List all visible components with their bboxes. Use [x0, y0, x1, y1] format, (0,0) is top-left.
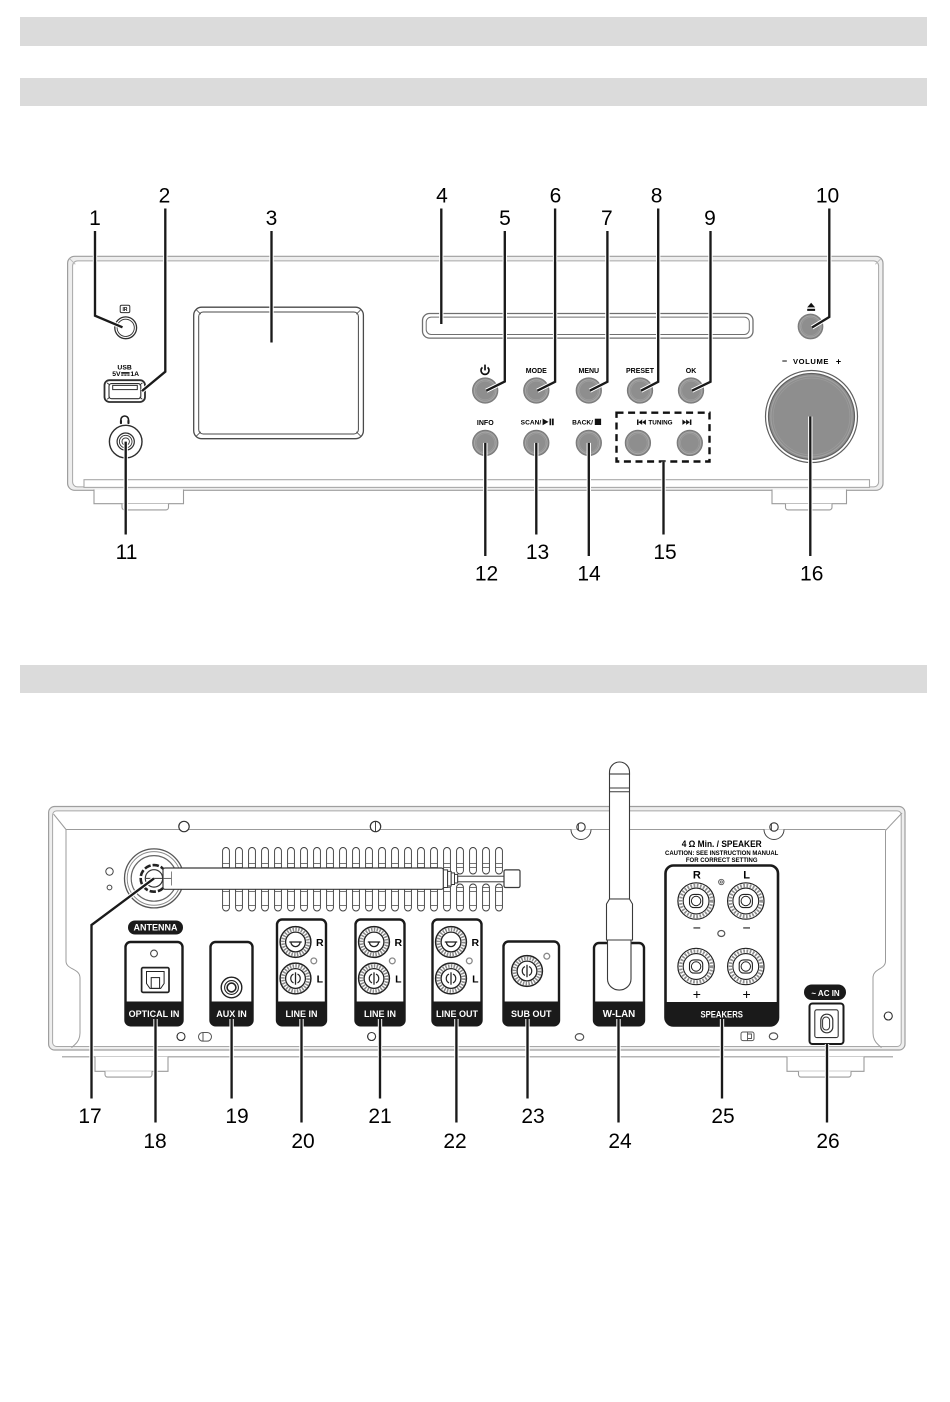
svg-text:AUX IN: AUX IN — [216, 1009, 247, 1019]
svg-text:8: 8 — [651, 184, 663, 207]
svg-text:−: − — [743, 920, 751, 936]
svg-text:ANTENNA: ANTENNA — [134, 923, 178, 933]
svg-text:+: + — [743, 986, 751, 1002]
svg-text:10: 10 — [816, 184, 839, 207]
svg-text:L: L — [472, 974, 479, 986]
svg-text:+: + — [693, 986, 701, 1002]
svg-text:R: R — [316, 937, 324, 949]
svg-text:MENU: MENU — [578, 368, 599, 375]
svg-text:17: 17 — [78, 1105, 101, 1128]
svg-text:INFO: INFO — [477, 420, 494, 427]
svg-text:LINE IN: LINE IN — [364, 1009, 396, 1019]
svg-text:6: 6 — [550, 184, 562, 207]
svg-text:R: R — [395, 937, 403, 949]
svg-text:FOR CORRECT SETTING: FOR CORRECT SETTING — [686, 858, 758, 864]
svg-text:IR: IR — [123, 307, 128, 313]
svg-text:VOLUME: VOLUME — [793, 357, 829, 366]
svg-text:W-LAN: W-LAN — [603, 1009, 635, 1020]
svg-text:2: 2 — [159, 184, 171, 207]
svg-text:SCAN/: SCAN/ — [521, 420, 542, 427]
svg-text:5: 5 — [499, 207, 511, 230]
svg-text:7: 7 — [601, 207, 613, 230]
svg-text:26: 26 — [816, 1130, 839, 1153]
svg-text:3: 3 — [266, 207, 278, 230]
svg-text:TUNING: TUNING — [648, 420, 672, 427]
svg-text:−: − — [693, 920, 701, 936]
svg-text:+: + — [836, 356, 841, 366]
svg-text:PRESET: PRESET — [626, 368, 655, 375]
svg-text:18: 18 — [143, 1130, 166, 1153]
svg-text:BACK/: BACK/ — [572, 420, 593, 427]
svg-text:12: 12 — [475, 563, 498, 586]
svg-text:23: 23 — [521, 1105, 544, 1128]
svg-text:R: R — [472, 937, 480, 949]
svg-text:MODE: MODE — [526, 368, 547, 375]
svg-text:11: 11 — [116, 541, 138, 564]
svg-text:1A: 1A — [130, 371, 139, 378]
svg-text:LINE IN: LINE IN — [285, 1009, 317, 1019]
svg-text:25: 25 — [711, 1105, 734, 1128]
svg-text:L: L — [395, 974, 402, 986]
svg-text:CAUTION: SEE INSTRUCTION MANUA: CAUTION: SEE INSTRUCTION MANUAL — [665, 851, 779, 857]
svg-text:~ AC IN: ~ AC IN — [811, 989, 840, 998]
svg-text:13: 13 — [526, 541, 549, 564]
svg-text:19: 19 — [225, 1105, 248, 1128]
svg-text:20: 20 — [291, 1130, 314, 1153]
svg-text:SPEAKERS: SPEAKERS — [700, 1010, 743, 1020]
svg-text:1: 1 — [89, 207, 101, 230]
svg-text:4: 4 — [436, 184, 448, 207]
svg-text:−: − — [782, 356, 787, 366]
svg-text:9: 9 — [704, 207, 716, 230]
svg-text:OPTICAL IN: OPTICAL IN — [129, 1009, 180, 1019]
svg-text:22: 22 — [443, 1130, 466, 1153]
svg-text:5V: 5V — [112, 371, 121, 378]
svg-text:OK: OK — [686, 368, 697, 375]
svg-text:LINE OUT: LINE OUT — [436, 1009, 479, 1019]
svg-text:24: 24 — [608, 1130, 632, 1153]
svg-text:L: L — [317, 974, 324, 986]
svg-text:15: 15 — [653, 541, 676, 564]
svg-text:USB: USB — [117, 365, 131, 372]
svg-text:L: L — [743, 870, 750, 882]
svg-text:SUB OUT: SUB OUT — [511, 1009, 552, 1019]
svg-text:4 Ω Min. / SPEAKER: 4 Ω Min. / SPEAKER — [682, 839, 762, 849]
svg-text:R: R — [693, 870, 701, 882]
svg-text:14: 14 — [577, 563, 601, 586]
svg-text:16: 16 — [800, 563, 823, 586]
svg-text:21: 21 — [368, 1105, 391, 1128]
